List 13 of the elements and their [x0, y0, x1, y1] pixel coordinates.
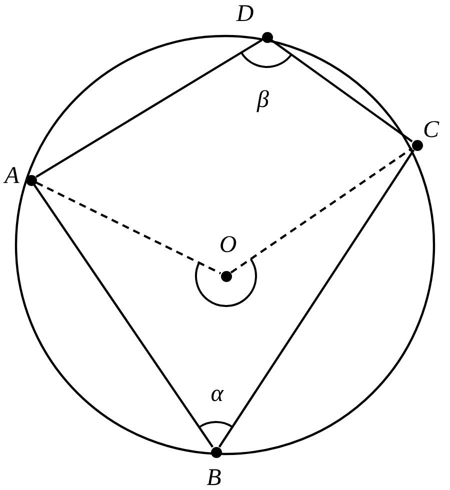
line-segment	[36, 39, 262, 178]
point-label: C	[422, 118, 440, 142]
point-label: O	[218, 233, 238, 257]
point-label: B	[206, 466, 222, 490]
point-label: D	[235, 2, 255, 26]
dashed-line	[36, 182, 222, 274]
line-segment	[33, 184, 214, 448]
angle-label: α	[210, 382, 225, 406]
angle-label: β	[256, 88, 270, 112]
line-segment	[218, 149, 415, 448]
point-label: A	[2, 164, 20, 188]
dashed-line	[230, 147, 413, 274]
line-segment	[271, 40, 413, 142]
